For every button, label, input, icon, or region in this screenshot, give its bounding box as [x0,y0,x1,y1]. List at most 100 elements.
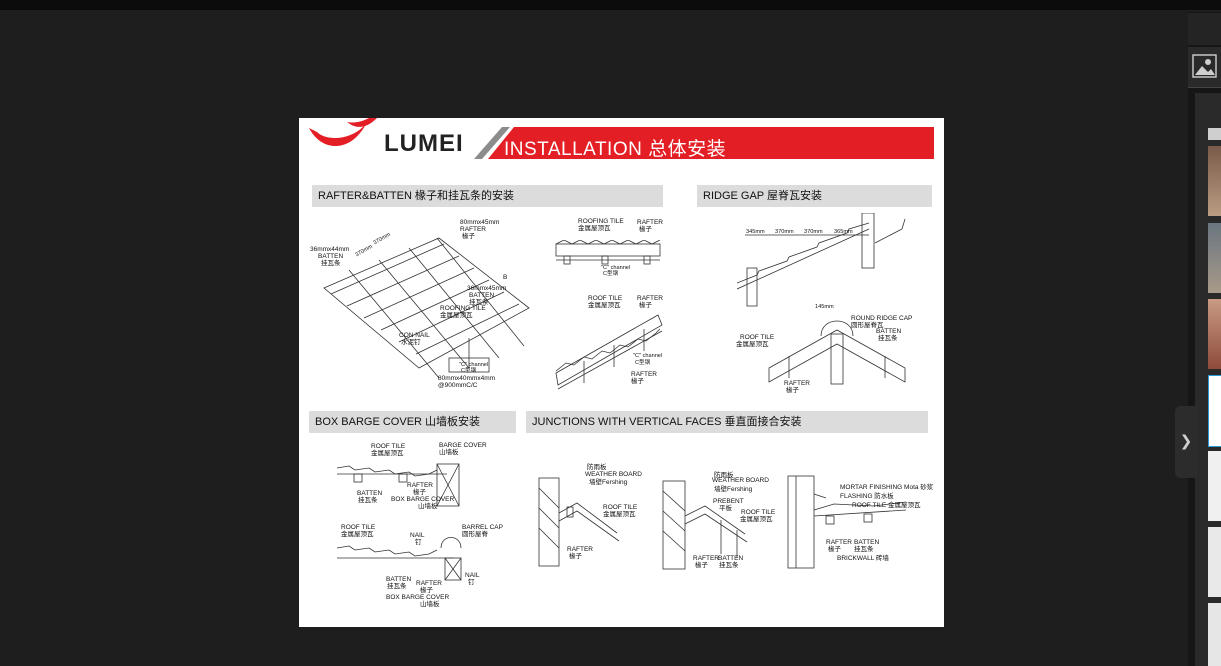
page-thumbnail[interactable] [1208,603,1221,666]
diagram-label: BARGE COVER [439,442,487,449]
box-barge-cover-diagram [336,463,462,581]
diagram-label: 金属屋顶瓦 [371,450,404,457]
brand-logo: LUMEI [307,118,467,158]
diagram-label: 钉 [468,579,475,586]
junction-brickwall-diagram [787,475,907,569]
diagram-label: NAIL [465,572,480,579]
diagram-label: RAFTER [826,539,852,546]
diagram-label: 36mmx44mm [310,246,350,253]
diagram-label: 80mmx40mmx4mm [438,375,496,382]
diagram-label: RAFTER [407,482,433,489]
diagram-label: 挂瓦条 [387,583,407,590]
roof-slope-diagram [555,314,663,390]
diagram-label: BATTEN [357,490,383,497]
dimension-label: 345mm [746,229,765,235]
title-banner [474,127,934,159]
diagram-label: 椽子 [569,553,582,560]
rafter-batten-diagram [323,237,530,379]
panel-header-button[interactable] [1188,13,1221,45]
diagram-label: WEATHER BOARD [712,477,769,484]
diagram-label: 80mmx45mm [460,219,500,226]
diagram-label: 椽子 [639,226,652,233]
diagram-label: RAFTER [567,546,593,553]
dimension-label: 370mm [804,229,823,235]
diagram-label: 金属屋顶瓦 [440,312,473,319]
diagram-label: BOX BARGE COVER [386,594,450,601]
diagram-label: 椽子 [828,546,841,553]
diagram-label: 墙壁Fershing [589,479,628,486]
page-thumbnail[interactable] [1208,146,1221,216]
diagram-label: "C" channel [633,353,663,359]
diagram-label: 山墙板 [420,601,440,608]
junction-weather-board-diagram [538,477,620,567]
diagram-label: CON NAIL [399,332,430,339]
diagram-label: 挂瓦条 [719,562,739,569]
diagram-label: 椽子 [786,387,799,394]
section-heading-rafter: RAFTER&BATTEN 椽子和挂瓦条的安装 [312,185,663,207]
diagram-label: ROOF TILE 金属屋顶瓦 [852,502,921,509]
diagram-label: C型钢 [461,368,477,374]
diagram-label: ROOF TILE [741,509,776,516]
diagram-label: 挂瓦条 [321,260,341,267]
page-thumbnail[interactable] [1208,451,1221,521]
diagram-label: 平板 [719,505,732,512]
diagram-label: 山墙板 [418,503,438,510]
page-thumbnail[interactable] [1208,223,1221,293]
document-page: LUMEI INSTALLATION 总体安装 RAFTER&BATTEN 椽子… [299,118,944,627]
diagram-label: BATTEN [386,576,412,583]
diagram-label: "C" channel [601,265,631,271]
ridge-gap-diagram [737,213,906,307]
diagram-label: 金属屋顶瓦 [578,225,611,232]
diagram-label: "C" channel [459,362,489,368]
diagram-label: 椽子 [631,378,644,385]
dimension-label: 365mm [834,229,853,235]
diagram-label: RAFTER [631,371,657,378]
diagram-label: 椽子 [462,233,475,240]
page-thumbnail[interactable] [1208,128,1221,140]
diagram-label: @900mmC/C [438,382,478,389]
diagram-label: 挂瓦条 [358,497,378,504]
image-icon [1192,54,1217,78]
diagram-label: C型钢 [603,271,619,277]
diagram-label: ROOF TILE [588,295,623,302]
diagram-label: 圆形屋脊瓦 [851,322,884,329]
image-view-button[interactable] [1188,47,1221,88]
dimension-label: 145mm [815,304,834,310]
diagram-label: 金属屋顶瓦 [740,516,773,523]
diagram-label: 挂瓦条 [854,546,874,553]
diagram-label: 椽子 [639,302,652,309]
diagram-label: ROUND RIDGE CAP [851,315,913,322]
top-bar [0,0,1221,10]
diagram-label: 36mmx45mm [467,285,507,292]
diagram-label: 金属屋顶瓦 [603,511,636,518]
diagram-label: ROOFING TILE [440,305,486,312]
diagram-label: 椽子 [413,489,426,496]
diagram-label: WEATHER BOARD [585,471,642,478]
page-thumbnail-active[interactable] [1208,375,1221,447]
diagram-label: BARREL CAP [462,524,503,531]
diagram-label: 椽子 [420,587,433,594]
section-heading-junctions: JUNCTIONS WITH VERTICAL FACES 垂直面接合安装 [526,411,928,433]
brand-name: LUMEI [384,130,464,157]
side-panel-toggle[interactable]: ❯ [1175,406,1197,478]
round-ridge-cap-diagram [768,320,906,385]
diagram-label: BATTEN [854,539,880,546]
dimension-label: 370mm [775,229,794,235]
diagram-label: 金属屋顶瓦 [588,302,621,309]
diagram-label: RAFTER [637,219,663,226]
page-thumbnail[interactable] [1208,527,1221,597]
chevron-right-icon: ❯ [1179,433,1193,450]
diagram-label: BATTEN [876,328,902,335]
diagram-label: BATTEN [718,555,744,562]
diagram-label: RAFTER [460,226,486,233]
diagram-label: 金属屋顶瓦 [736,341,769,348]
diagram-label: 钉 [415,539,422,546]
diagram-label: ROOF TILE [740,334,775,341]
page-thumbnail[interactable] [1208,299,1221,369]
diagram-label: BATTEN [469,292,495,299]
page-title: INSTALLATION 总体安装 [504,139,727,160]
diagram-label: MORTAR FINISHING Mota 砂浆 [840,484,934,491]
diagram-label: 防雨板 [714,472,734,479]
diagram-label: ROOF TILE [341,524,376,531]
diagram-label: 金属屋顶瓦 [341,531,374,538]
